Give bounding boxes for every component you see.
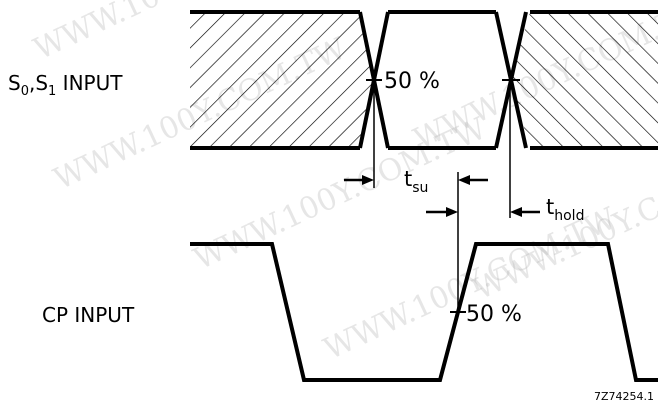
figure-code: 7Z74254.1 — [594, 390, 654, 403]
setup-arrow-right-head — [458, 175, 470, 185]
s-input-label: S0,S1 INPUT — [8, 71, 123, 99]
setup-time-label: tsu — [404, 167, 428, 196]
left-hatch — [190, 12, 374, 148]
hold-arrow-left-head — [446, 207, 458, 217]
timing-markers — [344, 80, 540, 312]
hold-time-label: thold — [546, 195, 584, 224]
setup-arrow-left-head — [362, 175, 374, 185]
cp-input-label: CP INPUT — [42, 303, 135, 327]
cp-threshold-label: 50 % — [466, 302, 522, 327]
right-hatch — [510, 12, 658, 148]
s-threshold-label: 50 % — [384, 69, 440, 94]
hold-arrow-right-head — [510, 207, 522, 217]
